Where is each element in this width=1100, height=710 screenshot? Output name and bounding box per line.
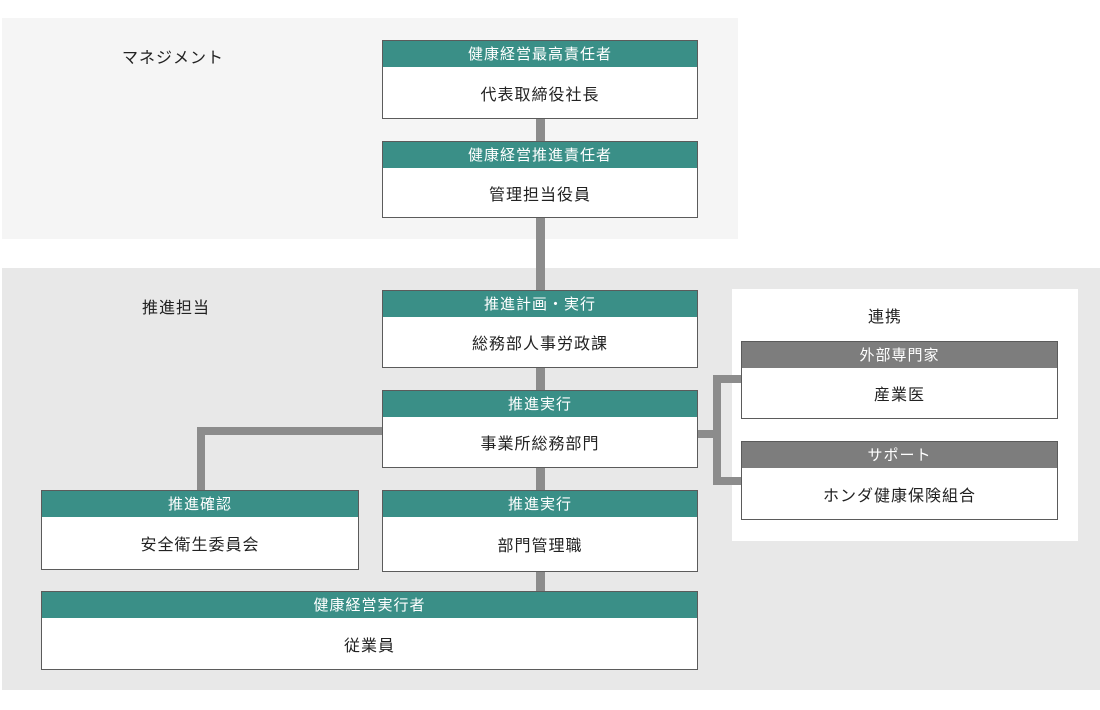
manager-box: 推進実行 部門管理職	[382, 490, 698, 572]
promotion-label: 推進担当	[142, 298, 211, 317]
connector-officer-plan	[536, 217, 545, 292]
cooperation-label: 連携	[868, 307, 903, 326]
ceo-holder: 代表取締役社長	[480, 84, 600, 104]
connector-cooperation-bracket	[713, 375, 721, 485]
site-role: 推進実行	[383, 391, 697, 417]
connector-manager-employee	[536, 571, 545, 593]
support-holder: ホンダ健康保険組合	[822, 485, 976, 505]
employee-role: 健康経営実行者	[42, 592, 697, 618]
connector-site-manager	[536, 467, 545, 492]
employee-box: 健康経営実行者 従業員	[41, 591, 698, 670]
officer-box: 健康経営推進責任者 管理担当役員	[382, 141, 698, 218]
connector-bracket-support	[713, 477, 743, 485]
plan-holder: 総務部人事労政課	[471, 334, 608, 353]
ceo-box: 健康経営最高責任者 代表取締役社長	[382, 40, 698, 119]
support-box: サポート ホンダ健康保険組合	[741, 441, 1058, 520]
officer-role: 健康経営推進責任者	[383, 142, 697, 168]
manager-holder: 部門管理職	[497, 536, 583, 555]
plan-role: 推進計画・実行	[383, 291, 697, 317]
safety-box: 推進確認 安全衛生委員会	[41, 490, 359, 570]
site-box: 推進実行 事業所総務部門	[382, 390, 698, 468]
ceo-role: 健康経営最高責任者	[383, 41, 697, 67]
support-role: サポート	[742, 442, 1057, 468]
officer-holder: 管理担当役員	[488, 184, 591, 204]
manager-role: 推進実行	[383, 491, 697, 517]
expert-holder: 産業医	[873, 385, 925, 404]
connector-site-safety-vertical	[197, 427, 205, 492]
connector-site-cooperation-horizontal	[695, 430, 719, 438]
connector-ceo-officer	[536, 118, 545, 142]
expert-box: 外部専門家 産業医	[741, 341, 1058, 419]
plan-box: 推進計画・実行 総務部人事労政課	[382, 290, 698, 368]
safety-holder: 安全衛生委員会	[140, 535, 260, 554]
expert-role: 外部専門家	[742, 342, 1057, 368]
management-label: マネジメント	[122, 48, 225, 67]
connector-plan-site	[536, 367, 545, 392]
site-holder: 事業所総務部門	[480, 434, 600, 453]
connector-site-safety-horizontal	[197, 427, 383, 435]
safety-role: 推進確認	[42, 491, 358, 517]
employee-holder: 従業員	[343, 635, 395, 655]
connector-bracket-expert	[713, 375, 743, 383]
